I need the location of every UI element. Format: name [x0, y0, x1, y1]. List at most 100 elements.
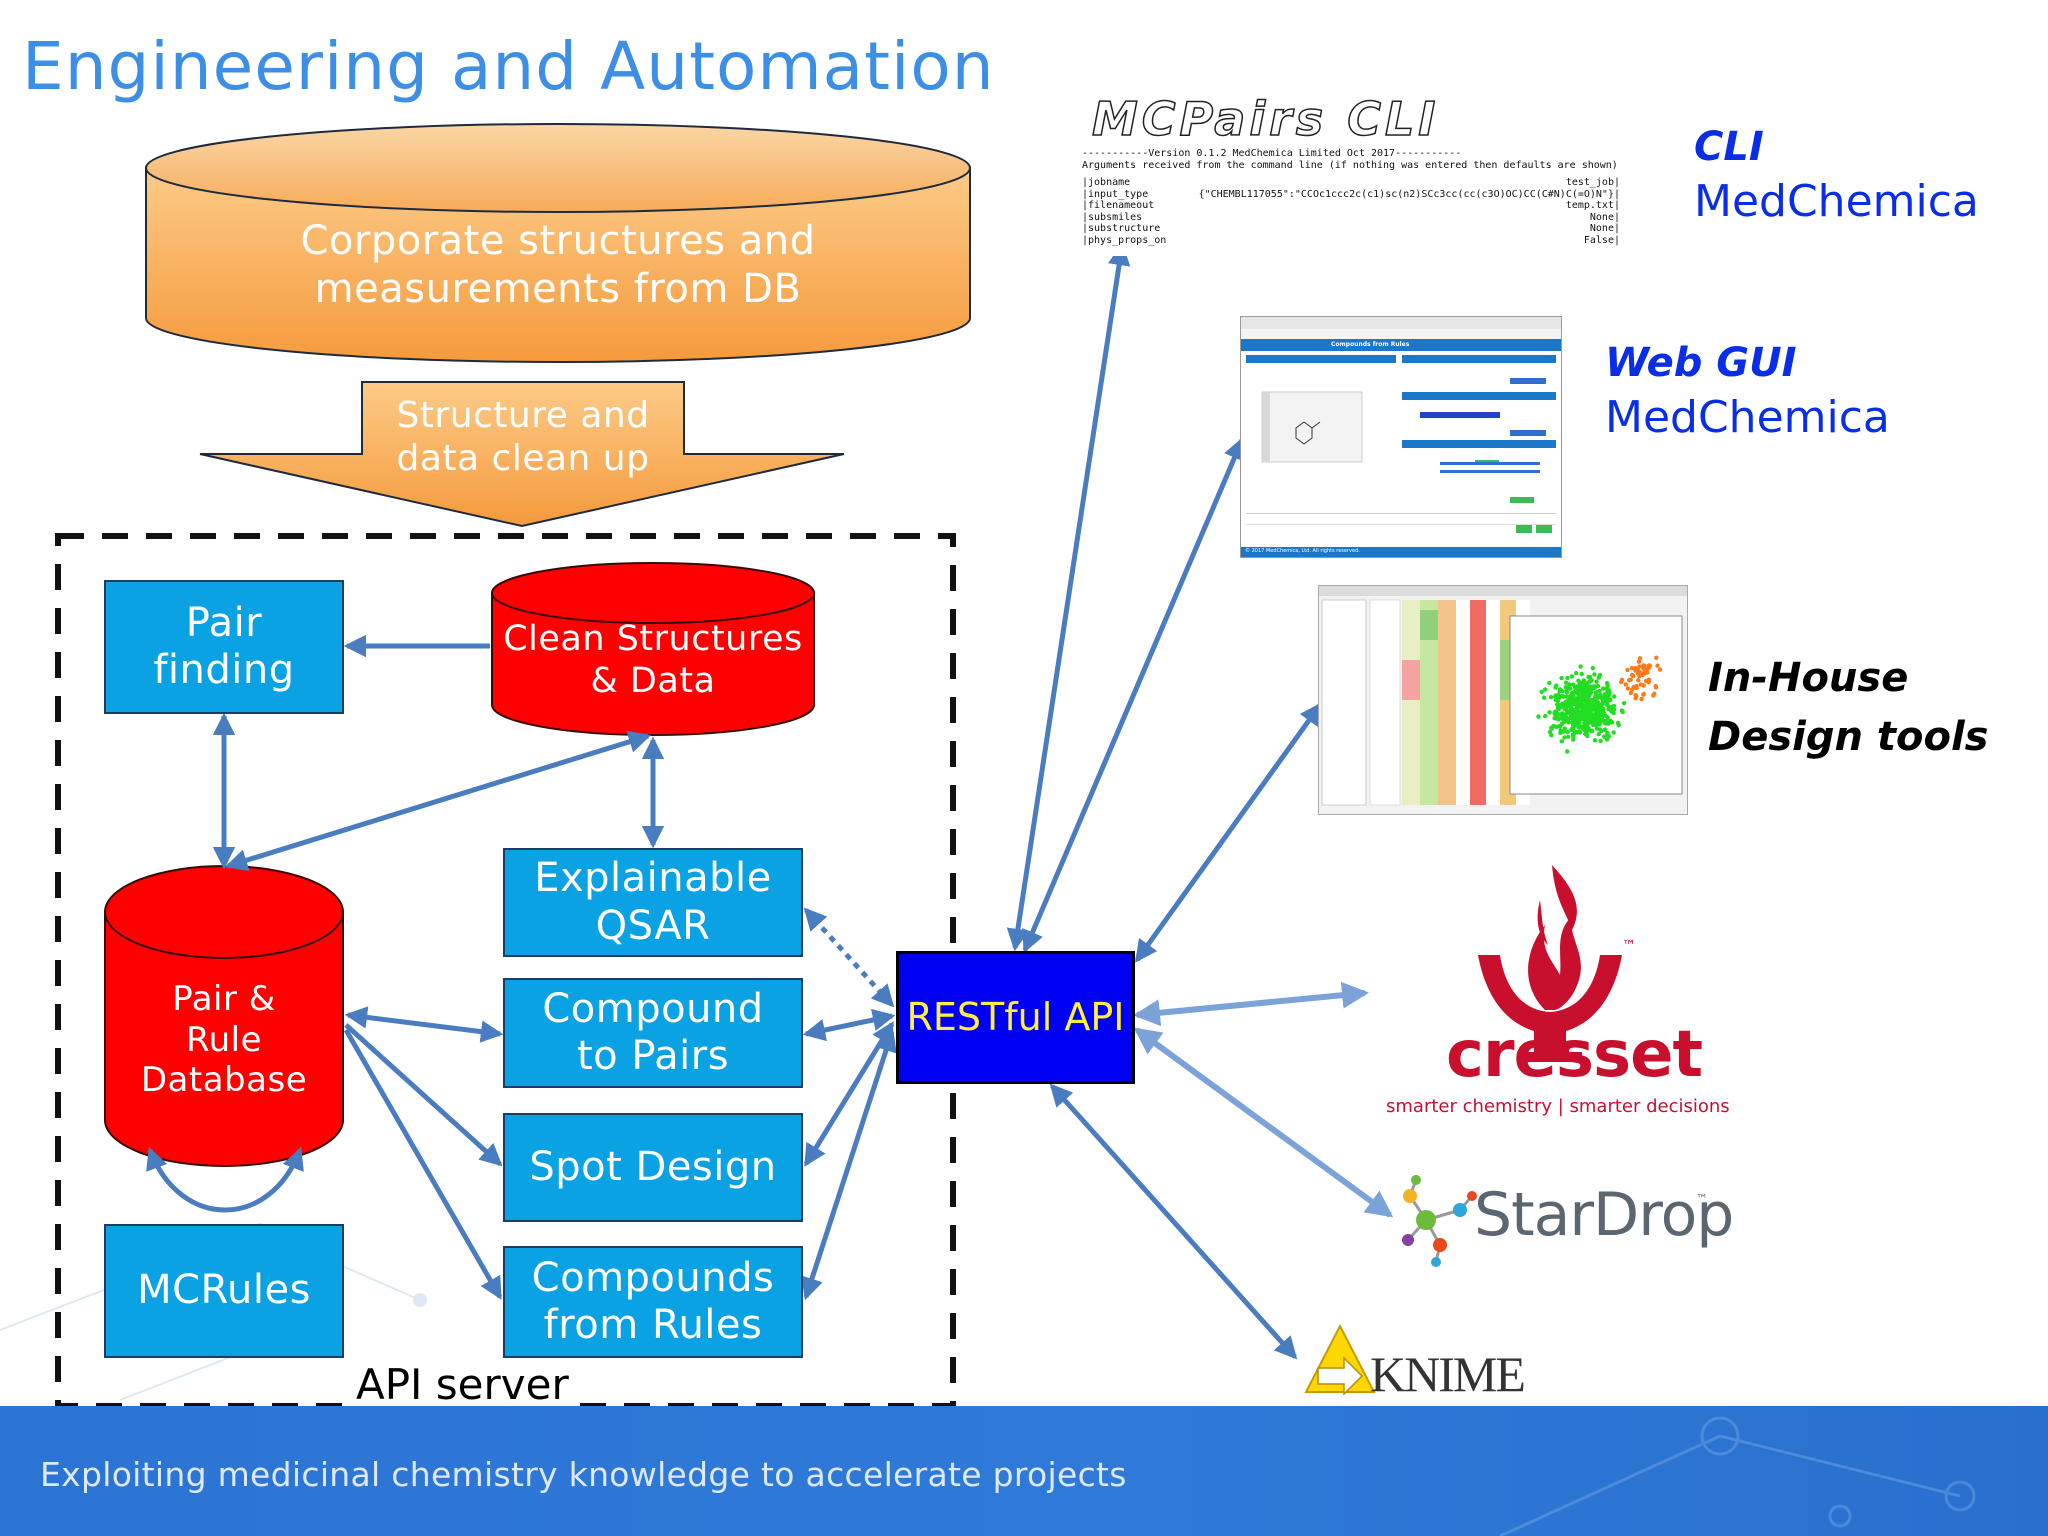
scatter-point — [1582, 711, 1587, 716]
cli-argument-key: |input_type — [1082, 188, 1149, 200]
inhouse-tools-frame — [1318, 585, 1688, 815]
scatter-point — [1562, 726, 1568, 731]
mcrules-box: MCRules — [104, 1224, 344, 1358]
scatter-point — [1594, 726, 1600, 731]
scatter-point — [1585, 688, 1590, 693]
cresset-wordmark: cresset — [1446, 1018, 1703, 1092]
scatter-point — [1616, 722, 1621, 728]
scatter-point — [1594, 679, 1599, 684]
scatter-point — [1560, 688, 1565, 694]
scatter-point — [1622, 700, 1627, 706]
inhouse-heading-line1: In-House — [1708, 655, 1909, 701]
scatter-point — [1568, 694, 1573, 699]
scatter-point-highlight — [1636, 659, 1642, 664]
scatter-point — [1563, 680, 1569, 685]
scatter-point — [1575, 717, 1580, 723]
scatter-point — [1600, 702, 1605, 707]
compound-to-pairs-box: Compound to Pairs — [503, 978, 803, 1088]
scatter-point-highlight — [1639, 696, 1644, 702]
scatter-point — [1542, 687, 1548, 692]
knime-logo-icon — [1304, 1323, 1376, 1396]
scatter-point — [1565, 734, 1571, 739]
scatter-point — [1569, 690, 1575, 695]
scatter-point — [1565, 675, 1570, 681]
scatter-point — [1575, 705, 1580, 710]
scatter-point-highlight — [1637, 656, 1643, 661]
scatter-point-highlight — [1636, 678, 1641, 683]
cresset-flame-icon — [1478, 865, 1622, 1062]
scatter-point-highlight — [1638, 670, 1643, 675]
scatter-point — [1579, 714, 1584, 720]
cli-vendor: MedChemica — [1694, 176, 1979, 227]
cli-argument-value: test_job| — [1565, 177, 1620, 188]
scatter-point — [1564, 690, 1570, 695]
scatter-point — [1601, 734, 1607, 739]
scatter-point — [1563, 712, 1569, 717]
scatter-plot-points — [1536, 655, 1663, 754]
scatter-point — [1612, 694, 1617, 699]
clean-structures-cylinder — [491, 562, 815, 736]
scatter-point — [1607, 690, 1612, 695]
scatter-point — [1552, 716, 1557, 721]
scatter-point — [1582, 725, 1587, 731]
scatter-point — [1590, 728, 1595, 734]
scatter-point — [1567, 682, 1572, 687]
scatter-point — [1573, 729, 1578, 734]
scatter-point — [1605, 730, 1610, 736]
cli-argument-key: |phys_props_on — [1082, 234, 1167, 246]
scatter-point — [1591, 721, 1597, 726]
slide-title: Engineering and Automation — [22, 28, 995, 105]
scatter-point — [1576, 678, 1581, 683]
scatter-point-highlight — [1641, 691, 1647, 697]
stardrop-trademark: ™ — [1696, 1192, 1708, 1206]
scatter-point — [1590, 698, 1595, 703]
cli-argument-row: |input_type{"CHEMBL117055":"CCOc1ccc2c(c… — [1082, 189, 1620, 201]
scatter-point — [1578, 664, 1583, 669]
compounds-from-rules-box: Compounds from Rules — [503, 1246, 803, 1358]
stardrop-molecule-icon — [1402, 1175, 1477, 1267]
scatter-point — [1583, 718, 1589, 724]
scatter-point — [1601, 686, 1606, 691]
scatter-point-highlight — [1653, 683, 1658, 689]
client-connectors-light — [1132, 981, 1394, 1218]
scatter-point — [1602, 692, 1608, 697]
scatter-point-highlight — [1628, 690, 1634, 696]
scatter-point — [1559, 739, 1565, 744]
scatter-point — [1564, 708, 1570, 714]
scatter-point — [1606, 694, 1611, 700]
scatter-point — [1584, 731, 1589, 736]
scatter-point — [1556, 695, 1562, 700]
cli-argument-key: |subsmiles — [1082, 211, 1143, 223]
corporate-db-label: Corporate structures and measurements fr… — [300, 218, 816, 312]
scatter-point — [1570, 732, 1576, 737]
scatter-point — [1588, 702, 1593, 707]
scatter-point — [1588, 709, 1594, 714]
scatter-point — [1565, 729, 1570, 735]
scatter-point — [1605, 715, 1610, 720]
web-gui-frame: Compounds from Rules © 2017 MedChemica, … — [1240, 316, 1562, 558]
scatter-point — [1549, 733, 1554, 738]
scatter-point — [1567, 686, 1573, 691]
cresset-trademark: ™ — [1622, 938, 1636, 954]
scatter-point — [1582, 691, 1587, 697]
footer-decoration — [1499, 1416, 1976, 1536]
web-gui-heading: Web GUI — [1605, 340, 1797, 386]
pair-rule-db-cylinder — [104, 865, 344, 1167]
corporate-db-cylinder — [145, 123, 971, 363]
scatter-point — [1569, 727, 1574, 733]
client-connectors — [1006, 242, 1323, 1360]
cli-terminal-screenshot: MCPairs CLI -----------Version 0.1.2 Med… — [1076, 90, 1626, 256]
scatter-point-highlight — [1634, 683, 1639, 689]
scatter-point — [1591, 712, 1596, 718]
scatter-point — [1559, 703, 1564, 709]
scatter-point-highlight — [1647, 663, 1653, 668]
cleanup-block-arrow — [199, 381, 845, 528]
scatter-point-highlight — [1637, 673, 1642, 679]
inhouse-tools-screenshot — [1319, 586, 1687, 814]
scatter-point — [1571, 699, 1576, 704]
scatter-point — [1569, 674, 1575, 679]
scatter-point — [1592, 738, 1598, 743]
scatter-point — [1547, 710, 1552, 715]
